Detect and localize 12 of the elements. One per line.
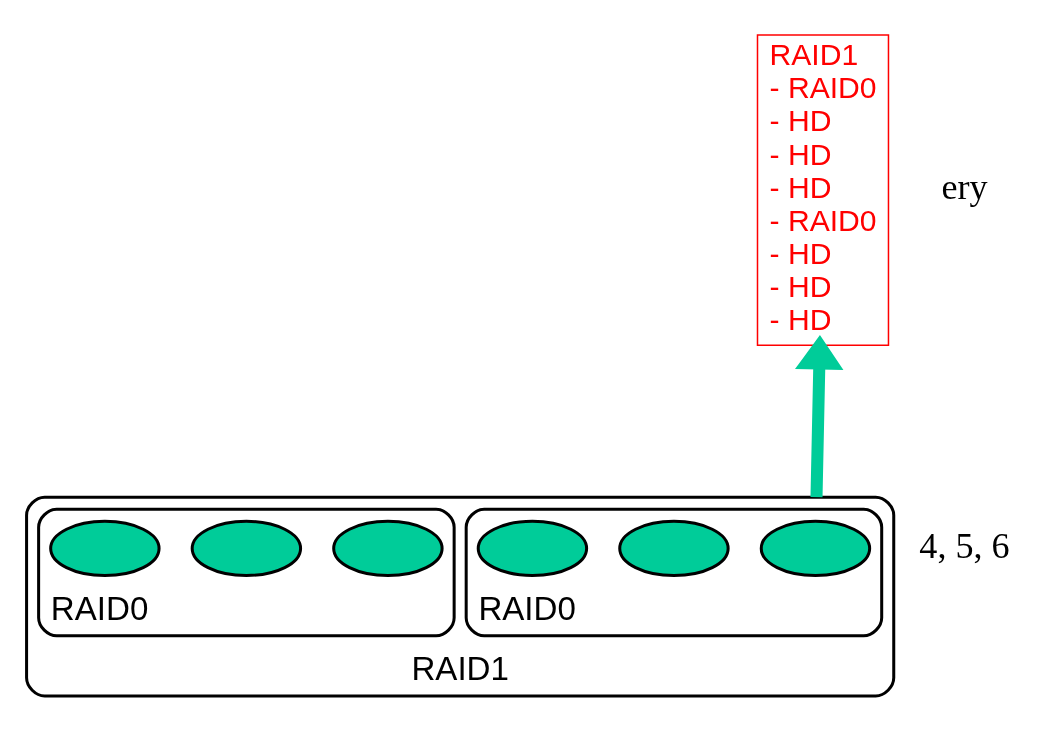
node-ellipse	[49, 519, 161, 577]
node-ellipse	[759, 519, 872, 577]
label: ery	[941, 167, 988, 208]
node-ellipse	[618, 519, 730, 577]
arrow	[795, 334, 844, 498]
node-ellipse	[476, 519, 589, 577]
cluster: RAID0	[37, 507, 456, 638]
cluster: RAID0	[464, 507, 884, 638]
node-ellipse	[190, 519, 303, 577]
label: 4, 5, 6	[919, 525, 1010, 566]
node-ellipse	[332, 519, 444, 577]
node-box: RAID1 - RAID0 - HD - HD - HD - RAID0 - HD - HD - HD	[756, 34, 890, 346]
